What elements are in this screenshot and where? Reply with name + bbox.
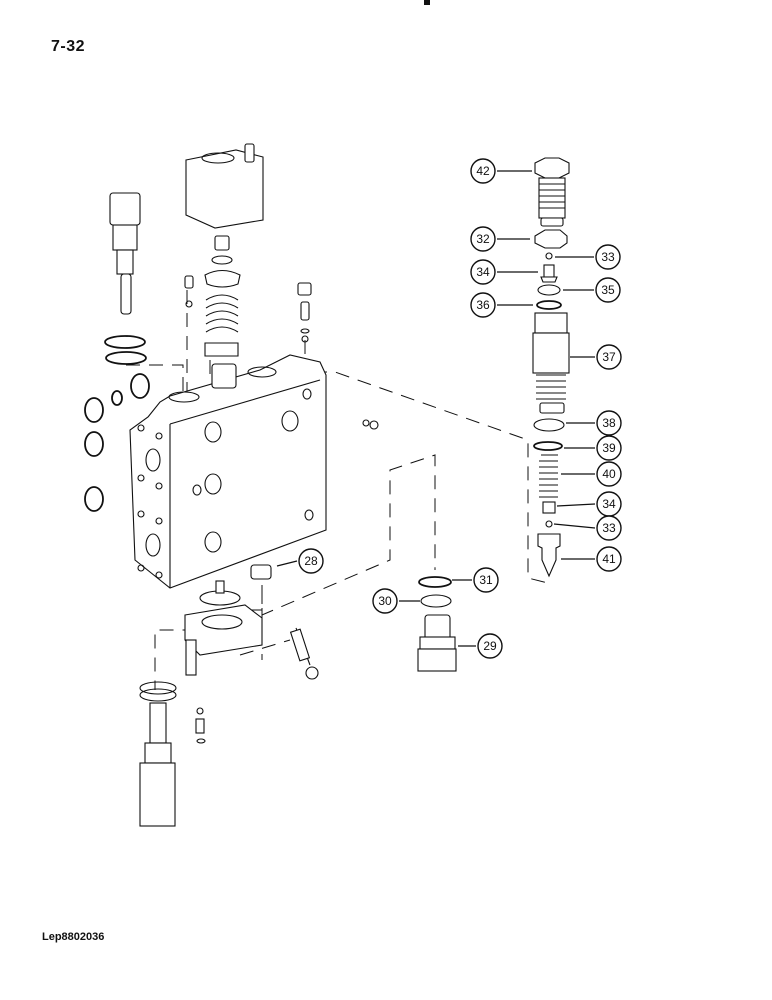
callout-33-upper: 33 — [595, 244, 621, 270]
svg-text:30: 30 — [378, 594, 392, 608]
callout-34-upper: 34 — [470, 259, 496, 285]
upper-left-relief-cartridge — [104, 192, 147, 365]
callout-36: 36 — [470, 292, 496, 318]
svg-text:39: 39 — [602, 441, 616, 455]
callout-32: 32 — [470, 226, 496, 252]
small-plugs-top — [184, 275, 312, 343]
svg-text:34: 34 — [602, 497, 616, 511]
svg-text:35: 35 — [601, 283, 615, 297]
svg-text:33: 33 — [602, 521, 616, 535]
callout-37: 37 — [596, 344, 622, 370]
callout-39: 39 — [596, 435, 622, 461]
svg-text:32: 32 — [476, 232, 490, 246]
callout-30: 30 — [372, 588, 398, 614]
callout-42: 42 — [470, 158, 496, 184]
bottom-flange-assembly — [139, 580, 319, 827]
svg-text:36: 36 — [476, 298, 490, 312]
callout-35: 35 — [595, 277, 621, 303]
callout-34-lower: 34 — [596, 491, 622, 517]
top-edge-mark — [424, 0, 430, 5]
right-cartridge-stack — [532, 157, 570, 578]
svg-text:38: 38 — [602, 416, 616, 430]
svg-text:28: 28 — [304, 554, 318, 568]
svg-text:37: 37 — [602, 350, 616, 364]
callout-41: 41 — [596, 546, 622, 572]
valve-body — [129, 354, 379, 589]
leader-arrows — [276, 170, 596, 647]
callout-28: 28 — [298, 548, 324, 574]
o-rings-left — [84, 373, 150, 512]
callout-38: 38 — [596, 410, 622, 436]
check-valve-plug-assembly — [417, 576, 457, 672]
callout-33-lower: 33 — [596, 515, 622, 541]
svg-text:34: 34 — [476, 265, 490, 279]
svg-text:33: 33 — [601, 250, 615, 264]
solenoid-coil — [185, 143, 264, 357]
page-number: 7-32 — [51, 38, 86, 55]
svg-text:29: 29 — [483, 639, 497, 653]
figure-code: Lep8802036 — [42, 931, 105, 943]
callout-31: 31 — [473, 567, 499, 593]
callout-40: 40 — [596, 461, 622, 487]
svg-text:40: 40 — [602, 467, 616, 481]
svg-text:42: 42 — [476, 164, 490, 178]
svg-text:41: 41 — [602, 552, 616, 566]
svg-text:31: 31 — [479, 573, 493, 587]
callout-29: 29 — [477, 633, 503, 659]
